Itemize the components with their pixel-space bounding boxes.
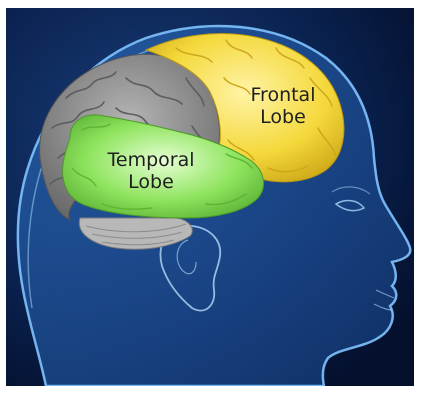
temporal-lobe-label-line1: Temporal <box>96 149 206 171</box>
temporal-lobe-label-line2: Lobe <box>96 171 206 193</box>
frontal-lobe-label-line2: Lobe <box>238 106 328 128</box>
frontal-lobe-label-line1: Frontal <box>238 84 328 106</box>
brain-diagram: Frontal Lobe Temporal Lobe <box>6 8 414 386</box>
frontal-lobe-label: Frontal Lobe <box>238 84 328 128</box>
temporal-lobe-label: Temporal Lobe <box>96 149 206 193</box>
diagram-canvas <box>6 8 414 386</box>
